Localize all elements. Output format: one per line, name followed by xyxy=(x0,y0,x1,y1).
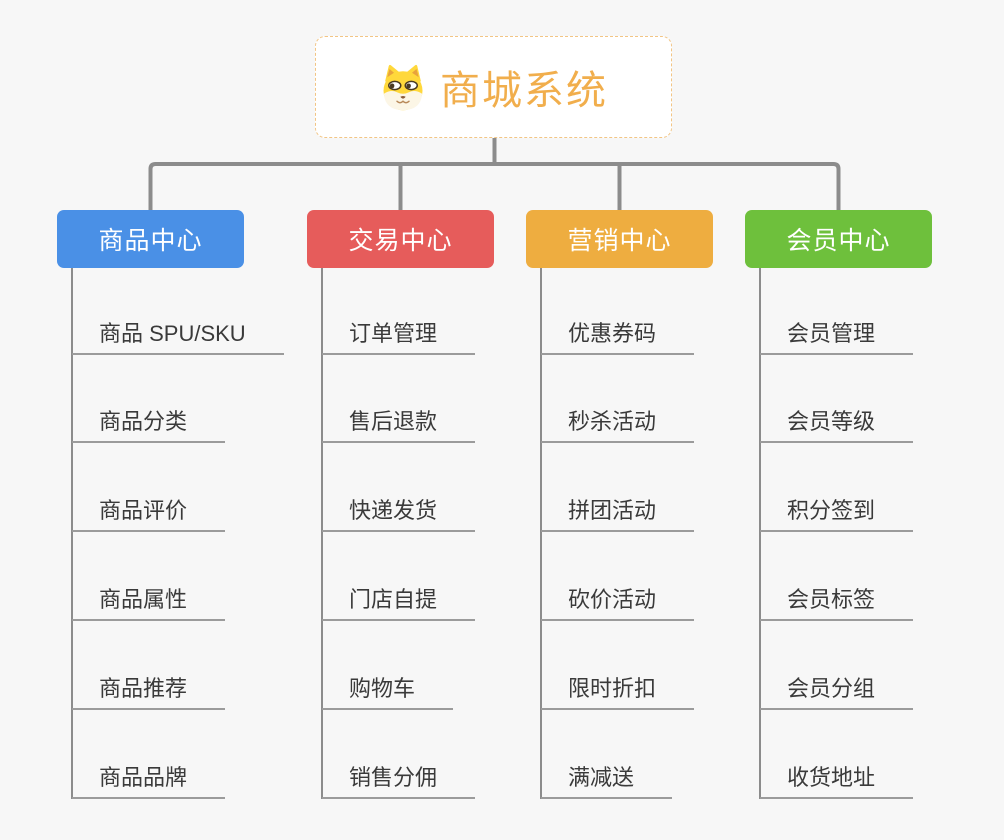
trunk-line-marketing xyxy=(540,268,542,799)
leaf-node[interactable]: 限时折扣 xyxy=(541,674,695,710)
root-node-mall-system[interactable]: 商城系统 xyxy=(315,36,672,138)
trunk-line-member xyxy=(759,268,761,799)
leaf-node[interactable]: 满减送 xyxy=(541,763,673,799)
leaf-node[interactable]: 商品 SPU/SKU xyxy=(72,319,284,355)
leaf-node[interactable]: 商品分类 xyxy=(72,407,226,443)
branch-node-marketing-center[interactable]: 营销中心 xyxy=(526,210,713,268)
leaf-node[interactable]: 积分签到 xyxy=(760,496,914,532)
leaf-node[interactable]: 收货地址 xyxy=(760,763,914,799)
branch-node-product-center[interactable]: 商品中心 xyxy=(57,210,244,268)
trunk-line-product xyxy=(71,268,73,799)
branch-node-trade-center[interactable]: 交易中心 xyxy=(307,210,494,268)
leaf-node[interactable]: 会员等级 xyxy=(760,407,914,443)
leaf-node[interactable]: 会员分组 xyxy=(760,674,914,710)
branch-node-member-center[interactable]: 会员中心 xyxy=(745,210,932,268)
leaf-node[interactable]: 门店自提 xyxy=(322,585,476,621)
leaf-node[interactable]: 砍价活动 xyxy=(541,585,695,621)
leaf-node[interactable]: 秒杀活动 xyxy=(541,407,695,443)
leaf-node[interactable]: 订单管理 xyxy=(322,319,476,355)
leaf-node[interactable]: 商品评价 xyxy=(72,496,226,532)
root-title: 商城系统 xyxy=(440,69,608,113)
leaf-node[interactable]: 会员管理 xyxy=(760,319,914,355)
leaf-node[interactable]: 拼团活动 xyxy=(541,496,695,532)
leaf-node[interactable]: 优惠券码 xyxy=(541,319,695,355)
leaf-node[interactable]: 售后退款 xyxy=(322,407,476,443)
dog-face-icon xyxy=(383,64,423,111)
leaf-node[interactable]: 会员标签 xyxy=(760,585,914,621)
leaf-node[interactable]: 商品品牌 xyxy=(72,763,226,799)
leaf-node[interactable]: 快递发货 xyxy=(322,496,476,532)
leaf-node[interactable]: 购物车 xyxy=(322,674,454,710)
leaf-node[interactable]: 商品属性 xyxy=(72,585,226,621)
trunk-line-trade xyxy=(321,268,323,799)
leaf-node[interactable]: 商品推荐 xyxy=(72,674,226,710)
leaf-node[interactable]: 销售分佣 xyxy=(322,763,476,799)
